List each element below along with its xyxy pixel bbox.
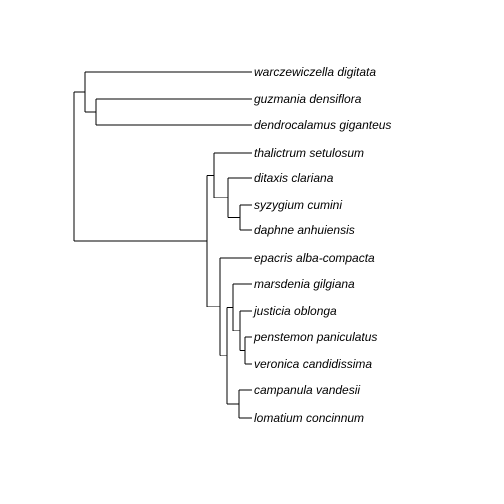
tip-label: warczewiczella digitata bbox=[254, 65, 376, 79]
tip-label: lomatium concinnum bbox=[254, 411, 364, 425]
tip-label: daphne anhuiensis bbox=[254, 223, 355, 237]
tip-label: justicia oblonga bbox=[252, 304, 337, 318]
tip-labels: warczewiczella digitata guzmania densiflo… bbox=[252, 65, 391, 425]
tip-label: syzygium cumini bbox=[254, 198, 342, 212]
tip-label: epacris alba-compacta bbox=[254, 251, 375, 265]
tip-label: veronica candidissima bbox=[254, 357, 372, 371]
tree-branches bbox=[73, 71, 252, 419]
tip-label: marsdenia gilgiana bbox=[254, 277, 355, 291]
tip-label: ditaxis clariana bbox=[254, 171, 334, 185]
tip-label: campanula vandesii bbox=[254, 383, 360, 397]
tip-label: guzmania densiflora bbox=[254, 92, 362, 106]
tip-label: thalictrum setulosum bbox=[254, 146, 364, 160]
tip-label: dendrocalamus giganteus bbox=[254, 118, 391, 132]
tip-label: penstemon paniculatus bbox=[253, 330, 377, 344]
